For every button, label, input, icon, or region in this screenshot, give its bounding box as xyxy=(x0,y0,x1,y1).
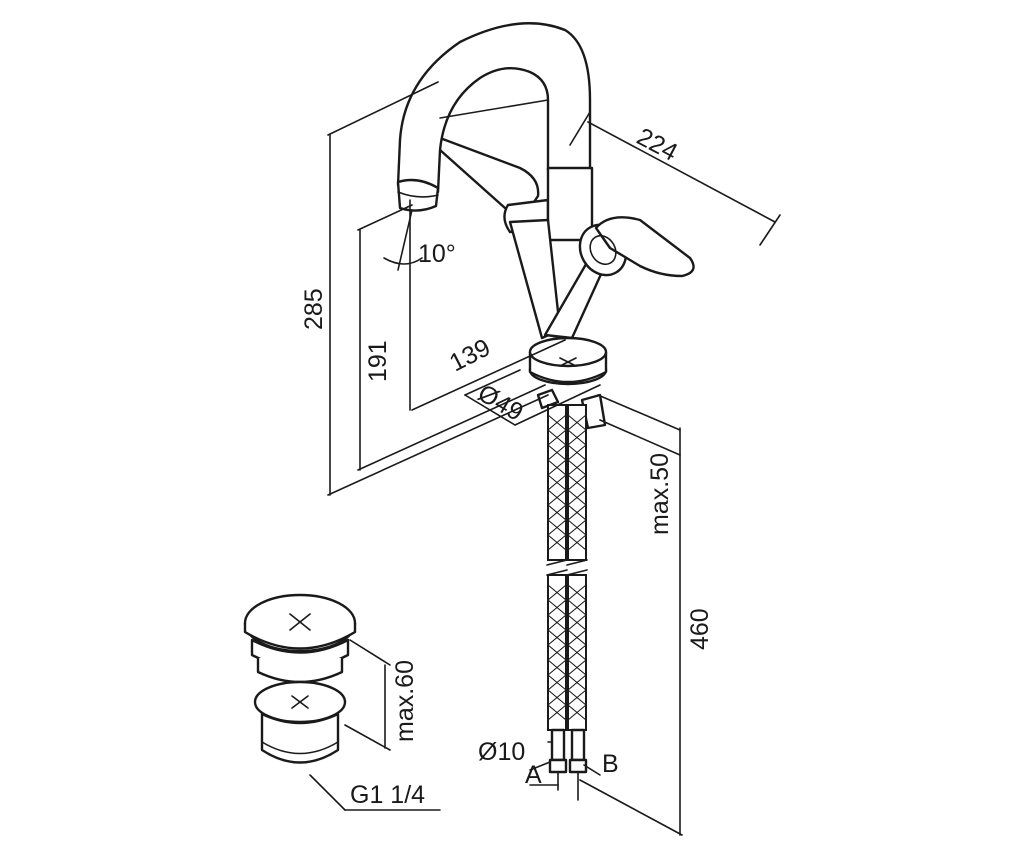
swivel-angle-label: 10° xyxy=(418,240,456,268)
inlet-a-label: A xyxy=(525,761,542,789)
deck-thickness-label: max.50 xyxy=(646,453,674,535)
hose-length-label: 460 xyxy=(686,608,714,650)
inlet-b-label: B xyxy=(602,750,619,778)
spout-height-label: 191 xyxy=(364,340,392,382)
hose-diameter-label: Ø10 xyxy=(478,738,525,766)
waste-thread-label: G1 1/4 xyxy=(350,781,425,809)
flex-hoses xyxy=(546,404,588,801)
spout-length-label: 224 xyxy=(632,123,682,167)
spout xyxy=(396,22,592,212)
waste-thickness-label: max.60 xyxy=(391,660,419,742)
dimension-lines xyxy=(327,81,781,836)
base-diameter-label: Ø49 xyxy=(473,379,528,427)
waste-valve xyxy=(243,593,441,811)
total-height-label: 285 xyxy=(300,288,328,330)
projection-label: 139 xyxy=(445,333,495,377)
base-ring xyxy=(528,336,608,430)
rear-lever xyxy=(438,136,550,234)
front-lever xyxy=(578,216,695,278)
faucet xyxy=(396,22,695,801)
